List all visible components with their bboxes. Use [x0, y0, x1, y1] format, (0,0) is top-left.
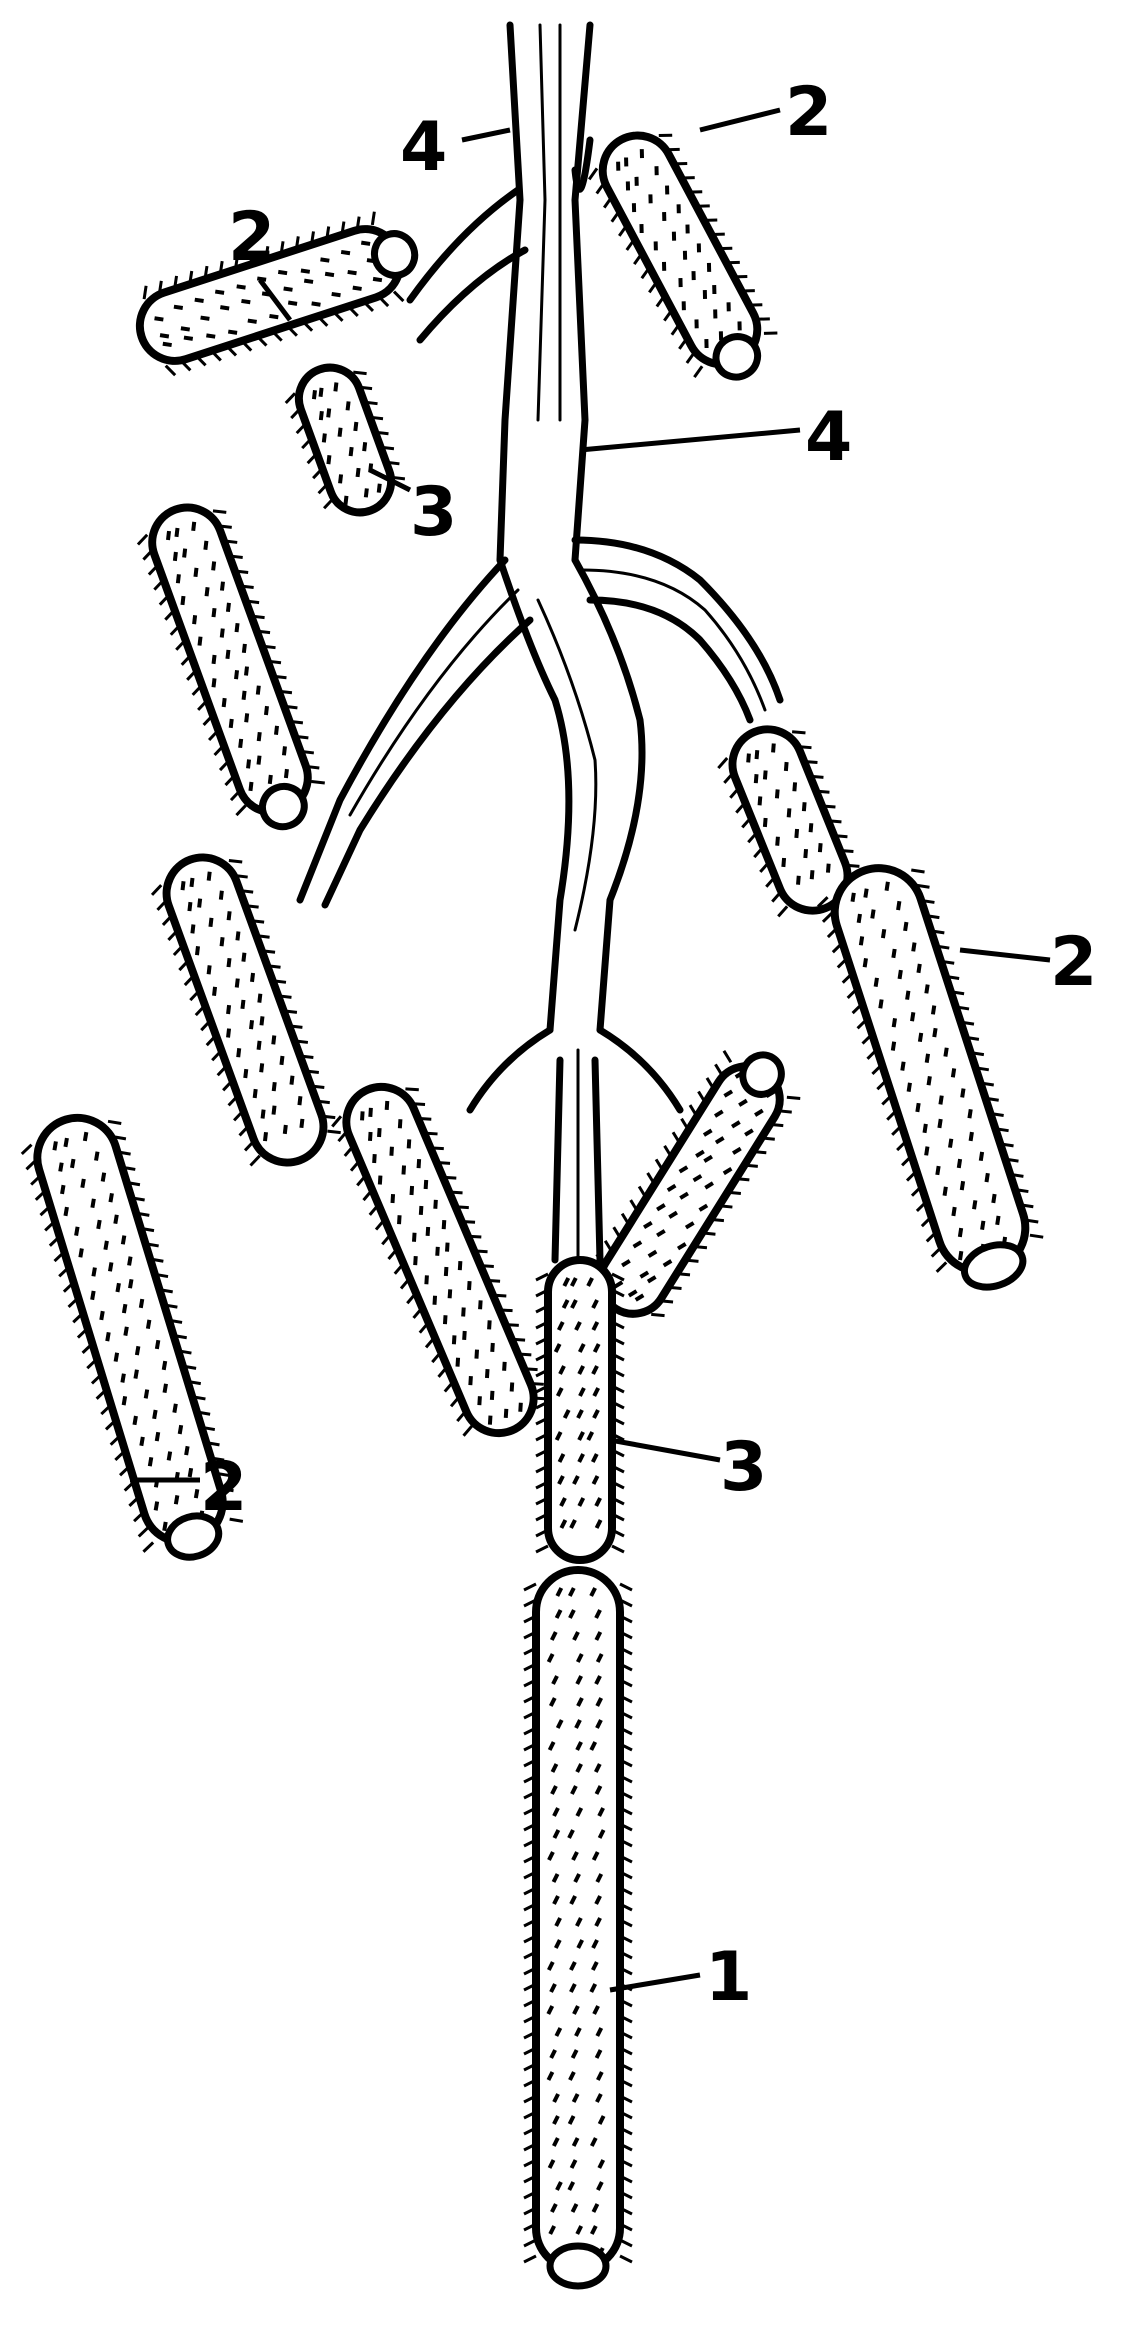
label-lateral-root-4: 2 [200, 1448, 247, 1527]
label-vascular-2: 4 [805, 398, 852, 477]
label-root-tip-main: 1 [705, 1938, 752, 2017]
root-segments [16, 118, 1053, 2286]
middle-branches [300, 540, 780, 1030]
segment-top-left [127, 204, 428, 382]
label-vascular-1: 4 [400, 108, 447, 187]
label-lateral-root-2: 2 [228, 198, 275, 277]
segment-upper-left [131, 494, 334, 842]
segment-upper-left-joint [279, 355, 411, 525]
label-joint-1: 3 [410, 473, 457, 552]
upper-left-branch [410, 190, 525, 340]
segment-top-right [580, 118, 788, 397]
label-joint-2: 3 [720, 1428, 767, 1507]
segment-mid-left [145, 843, 345, 1177]
segment-main-upper [536, 1260, 624, 1560]
label-lateral-root-3: 2 [1050, 923, 1097, 1002]
label-lateral-root-1: 2 [785, 73, 832, 152]
main-stem [500, 25, 590, 560]
segment-lower-middle-left [324, 1071, 555, 1448]
segment-main-tip [524, 1570, 632, 2286]
segment-right [812, 853, 1053, 1302]
